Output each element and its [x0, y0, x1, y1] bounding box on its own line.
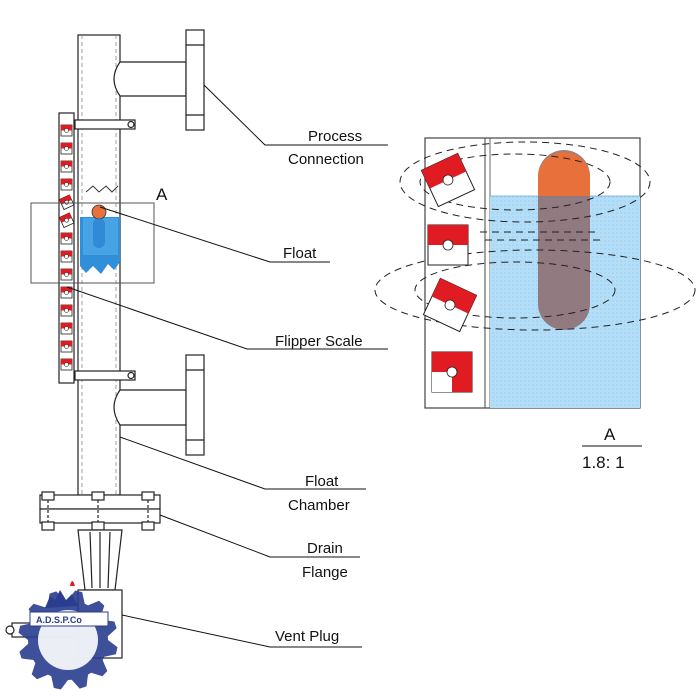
scale-flag	[60, 340, 73, 353]
scale-flag	[60, 232, 73, 245]
scale-flag	[60, 178, 73, 191]
detail-caption: A 1.8: 1	[582, 425, 642, 472]
company-logo: A.D.S.P.Co	[18, 581, 118, 690]
scale-flag	[60, 142, 73, 155]
label-flipper-scale: Flipper Scale	[275, 333, 363, 350]
detail-scale-flag	[427, 224, 469, 266]
scale-flag	[60, 268, 73, 281]
drain-flange	[39, 491, 161, 591]
detail-scale-flag	[420, 152, 476, 208]
logo-text: A.D.S.P.Co	[36, 615, 82, 625]
magnetic-field-lines	[374, 141, 696, 331]
label-connection: Connection	[288, 151, 364, 168]
detail-title: A	[604, 425, 616, 444]
scale-flag	[60, 286, 73, 299]
detail-scale: 1.8: 1	[582, 453, 625, 472]
scale-flag	[60, 322, 73, 335]
flipper-scale	[58, 112, 75, 384]
detail-scale-flag	[431, 351, 473, 393]
top-process-connection	[113, 29, 205, 131]
bottom-process-connection	[113, 354, 205, 456]
label-drain: Drain	[307, 540, 343, 557]
label-vent-plug: Vent Plug	[275, 628, 339, 645]
scale-flag	[60, 304, 73, 317]
callout-labels: Process Connection Float Flipper Scale F…	[275, 128, 364, 645]
detail-marker-label: A	[156, 185, 168, 204]
scale-flag	[60, 160, 73, 173]
label-process: Process	[308, 128, 362, 145]
scale-brackets	[74, 119, 136, 381]
label-float-chamber-2: Chamber	[288, 497, 350, 514]
scale-flag	[60, 250, 73, 263]
label-float: Float	[283, 245, 317, 262]
scale-flag	[58, 212, 75, 229]
detail-window-marker: A	[30, 185, 168, 284]
label-flange: Flange	[302, 564, 348, 581]
leader-lines	[66, 84, 388, 648]
detail-scale-flag	[422, 277, 478, 333]
label-float-chamber-1: Float	[305, 473, 339, 490]
scale-flag	[58, 194, 75, 211]
detail-view	[374, 137, 696, 409]
scale-flag	[60, 124, 73, 137]
scale-flag	[60, 358, 73, 371]
detail-float-top	[538, 152, 590, 196]
